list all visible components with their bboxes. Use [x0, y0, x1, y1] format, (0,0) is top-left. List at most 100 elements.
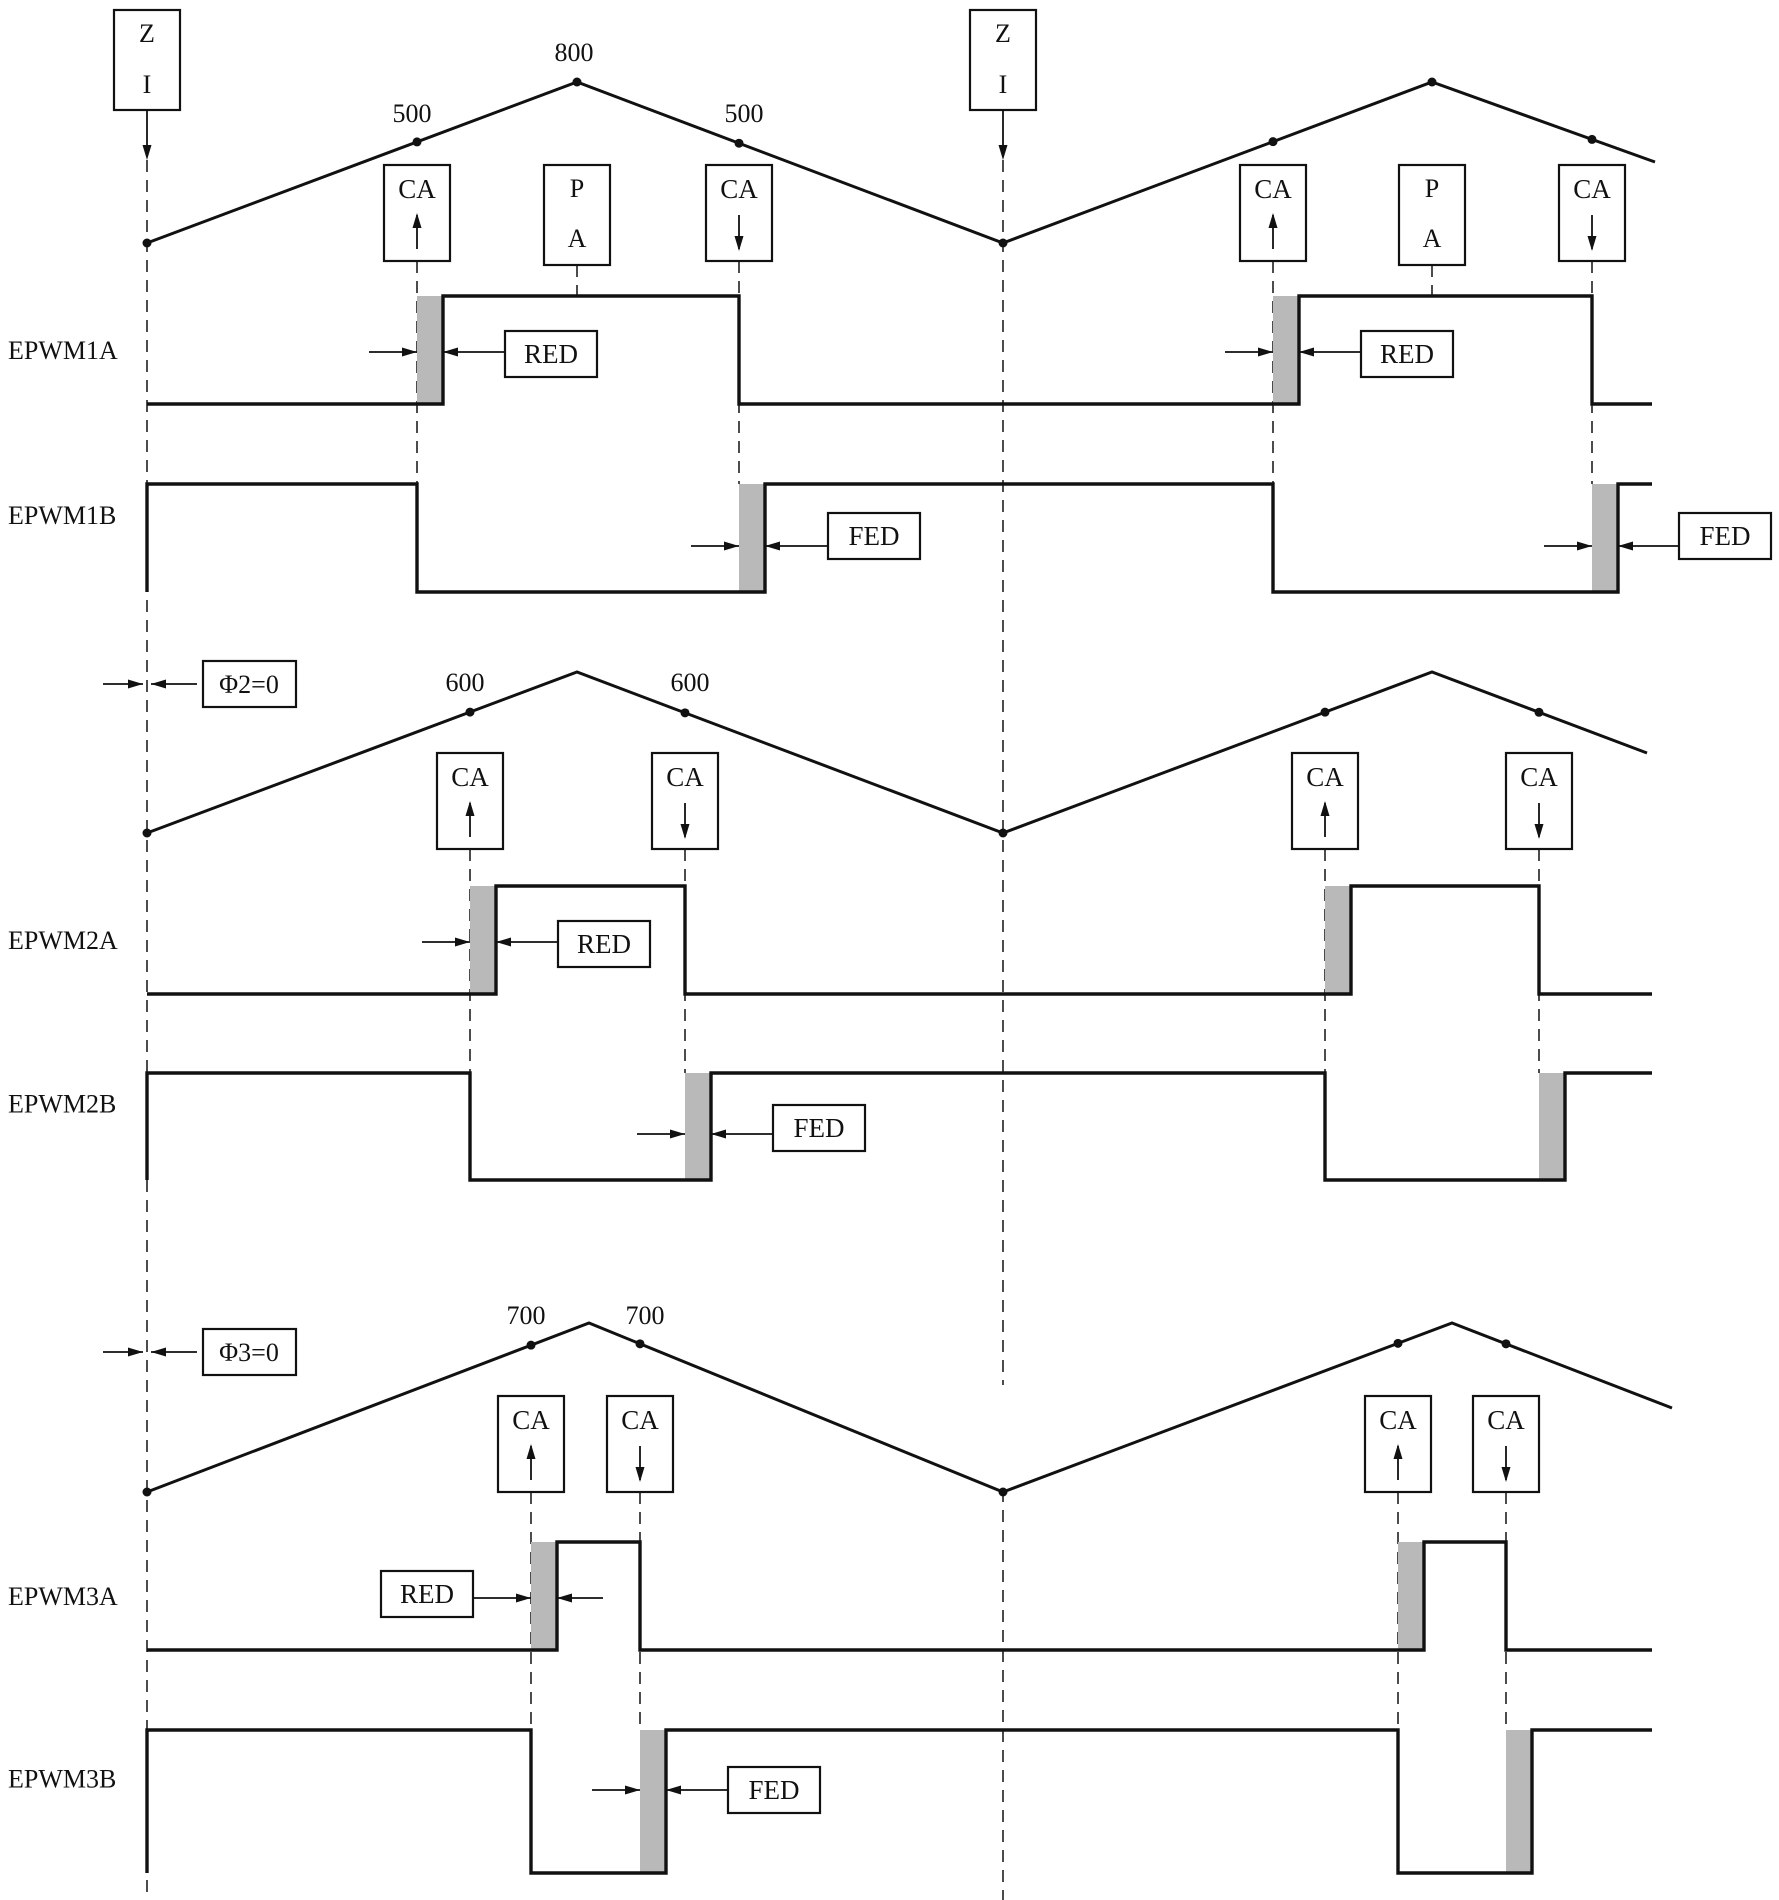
channel-3-output-b-label: EPWM3B — [8, 1765, 116, 1794]
zero-event-1-char1: Z — [139, 19, 155, 48]
channel-1-red-pointer-right-head — [443, 347, 458, 357]
channel-3-a-deadband-2 — [1398, 1542, 1424, 1650]
channel-1-compare-value-down: 500 — [725, 99, 764, 128]
channel-3-red-tag-text: RED — [400, 1579, 454, 1609]
channel-1-output-b-waveform — [145, 482, 1652, 594]
channel-2-phase-pointer-left-head — [128, 679, 143, 689]
channel-2-compare-dot-1 — [465, 707, 475, 717]
zero-event-1-char2: I — [143, 70, 152, 99]
channel-3-compare-value-down: 700 — [626, 1301, 665, 1330]
channel-1-compare-event-4-arrow-head — [1587, 236, 1597, 251]
channel-1-red-pointer-2-right-head — [1299, 347, 1314, 357]
channel-2-compare-event-1-arrow-head — [465, 801, 475, 816]
channel-1-compare-dot-3 — [1268, 137, 1278, 147]
channel-1-compare-event-4-label: CA — [1573, 174, 1611, 204]
channel-1-peak-value: 800 — [555, 38, 594, 67]
channel-2-compare-event-2-arrow-head — [680, 824, 690, 839]
channel-2-output-b-label: EPWM2B — [8, 1090, 116, 1119]
channel-1-output-a-waveform — [147, 294, 1652, 406]
channel-3-compare-event-2-arrow-head — [635, 1467, 645, 1482]
channel-1-compare-event-1-arrow-head — [412, 213, 422, 228]
channel-3-compare-event-1-label: CA — [512, 1405, 550, 1435]
channel-3-b-deadband-2 — [1506, 1730, 1532, 1873]
channel-2-counter-start-dot — [142, 828, 152, 838]
channel-2-a-deadband-2 — [1325, 886, 1351, 994]
channel-2-output-b-waveform — [145, 1071, 1652, 1182]
channel-1-compare-event-3-arrow-head — [1268, 213, 1278, 228]
channel-1-fed-tag-box — [826, 511, 922, 561]
event-markers — [103, 8, 1773, 1815]
channel-3-red-pointer-left-head — [516, 1593, 531, 1603]
channel-3-compare-event-4-label: CA — [1487, 1405, 1525, 1435]
channel-3-compare-event-4-arrow-head — [1501, 1467, 1511, 1482]
channel-1-compare-dot-4 — [1587, 134, 1597, 144]
channel-3-compare-event-1-arrow-head — [526, 1444, 536, 1459]
channel-3-phase-box — [201, 1327, 298, 1377]
channel-1-b-deadband-2 — [1592, 484, 1618, 592]
channel-1-period-event-1-box — [542, 163, 612, 267]
channel-2-phase-label: Φ2=0 — [219, 670, 279, 699]
channel-3-b-deadband-1 — [640, 1730, 666, 1873]
channel-1-period-event-2-char2: A — [1423, 224, 1442, 253]
channel-3-phase-pointer-left-head — [128, 1347, 143, 1357]
channel-1-red-tag-text: RED — [524, 339, 578, 369]
channel-2-compare-event-2-label: CA — [666, 762, 704, 792]
channel-3-compare-event-3-label: CA — [1379, 1405, 1417, 1435]
channel-3-compare-dot-1 — [526, 1340, 536, 1350]
channel-1-compare-event-3-label: CA — [1254, 174, 1292, 204]
channel-2-output-a-label: EPWM2A — [8, 926, 118, 955]
channel-3-output-b-waveform — [145, 1728, 1652, 1875]
channel-2-compare-event-4-label: CA — [1520, 762, 1558, 792]
channel-2-fed-pointer-left-head — [670, 1129, 685, 1139]
channel-3-compare-event-2-label: CA — [621, 1405, 659, 1435]
channel-2-compare-value-up: 600 — [446, 668, 485, 697]
channel-2-compare-event-1-label: CA — [451, 762, 489, 792]
channel-1-fed-pointer-2-left-head — [1577, 541, 1592, 551]
channel-2-compare-dot-2 — [680, 708, 690, 718]
channel-1-compare-event-1-label: CA — [398, 174, 436, 204]
zero-event-2-char1: Z — [995, 19, 1011, 48]
channel-1-red-tag-2-text: RED — [1380, 339, 1434, 369]
channel-1-compare-dot-2 — [734, 138, 744, 148]
channel-3-compare-dot-3 — [1393, 1338, 1403, 1348]
channel-3-phase-label: Φ3=0 — [219, 1338, 279, 1367]
channel-1-period-event-2-char1: P — [1425, 174, 1439, 203]
channel-2-fed-pointer-right-head — [711, 1129, 726, 1139]
channel-1-counter-start-dot — [142, 238, 152, 248]
channel-1-output-b-label: EPWM1B — [8, 501, 116, 530]
channel-1-compare-event-2-arrow-head — [734, 236, 744, 251]
channel-3-phase-pointer-right-head — [151, 1347, 166, 1357]
channel-2-output-a-waveform — [147, 884, 1652, 996]
channel-1-compare-value-up: 500 — [393, 99, 432, 128]
channel-2-phase-pointer-right-head — [151, 679, 166, 689]
channel-2-red-pointer-left-head — [455, 937, 470, 947]
channel-2-compare-event-4-arrow-head — [1534, 824, 1544, 839]
channel-2-b-deadband-2 — [1539, 1073, 1565, 1180]
channel-3-compare-event-3-arrow-head — [1393, 1444, 1403, 1459]
channel-2-b-deadband-1 — [685, 1073, 711, 1180]
channel-1-a-deadband-2 — [1273, 296, 1299, 404]
channel-2-compare-event-3-label: CA — [1306, 762, 1344, 792]
channel-1-red-pointer-2-left-head — [1258, 347, 1273, 357]
channel-3-compare-dot-4 — [1501, 1339, 1511, 1349]
channel-1-peak-dot — [572, 77, 582, 87]
zero-event-2-char2: I — [999, 70, 1008, 99]
channel-1-compare-dot-1 — [412, 137, 422, 147]
channel-1-b-deadband-1 — [739, 484, 765, 592]
channel-1-fed-pointer-right-head — [765, 541, 780, 551]
zero-event-1-arrow-head — [142, 145, 152, 160]
channel-3-output-a-waveform — [147, 1540, 1652, 1652]
channel-3-counter-start-dot — [142, 1487, 152, 1497]
channel-1-fed-tag-text: FED — [848, 521, 899, 551]
channel-1-peak-dot-2 — [1427, 77, 1437, 87]
channel-1-period-event-1-char2: A — [568, 224, 587, 253]
zero-event-1-box — [112, 8, 182, 112]
channel-1-fed-tag-2-text: FED — [1699, 521, 1750, 551]
dead-band-shading — [417, 296, 1618, 1873]
channel-3-fed-pointer-right-head — [666, 1785, 681, 1795]
channel-3-compare-event-4-box — [1471, 1394, 1541, 1494]
channel-2-compare-value-down: 600 — [671, 668, 710, 697]
channel-1-fed-tag-2-box — [1677, 511, 1773, 561]
channel-2-phase-box — [201, 659, 298, 709]
